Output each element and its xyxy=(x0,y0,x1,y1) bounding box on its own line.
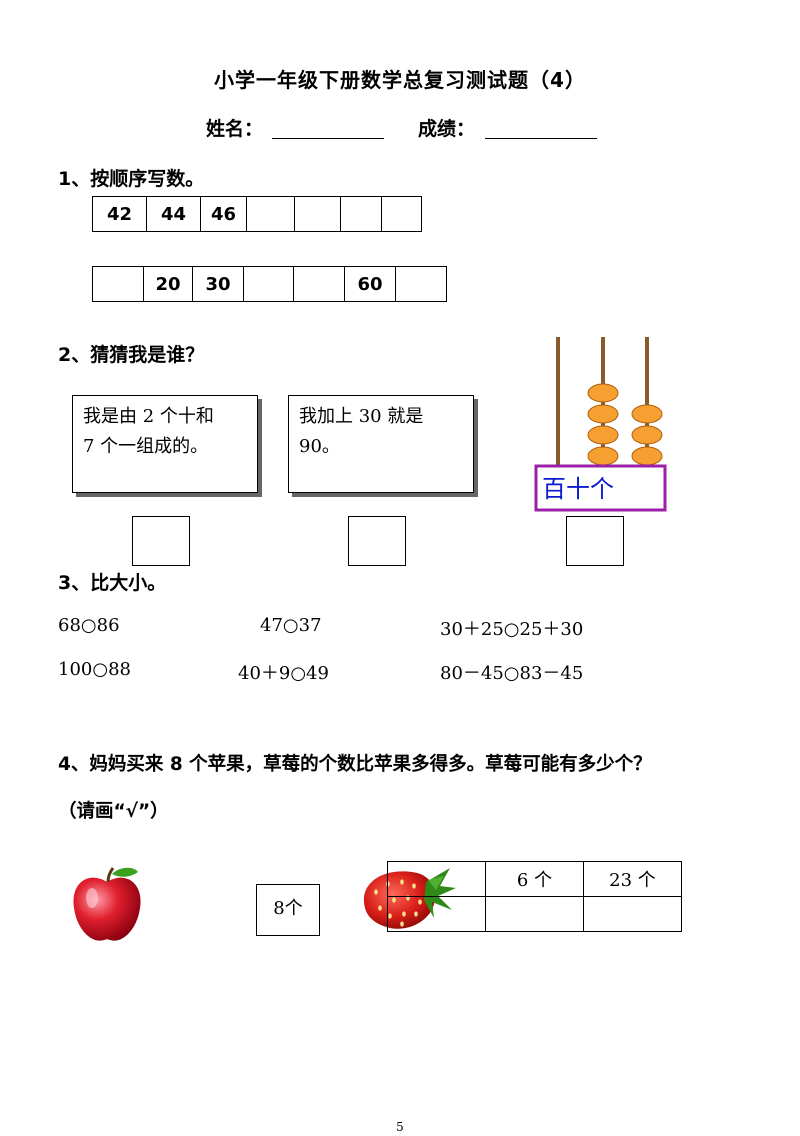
abacus-bead xyxy=(631,404,663,424)
riddle-line: 我是由 2 个十和 xyxy=(83,406,214,427)
score-blank[interactable] xyxy=(485,116,597,139)
seq-cell[interactable] xyxy=(395,266,447,302)
seq-cell: 60 xyxy=(344,266,396,302)
sequence-table-1: 42 44 46 xyxy=(92,196,422,232)
abacus-bead xyxy=(631,425,663,445)
name-blank[interactable] xyxy=(272,116,384,139)
seq-cell[interactable] xyxy=(92,266,144,302)
compare-item: 68○86 xyxy=(58,615,120,636)
riddle-line: 90。 xyxy=(299,436,340,457)
riddle-card-1: 我是由 2 个十和 7 个一组成的。 xyxy=(72,395,258,493)
choice-answer-cell xyxy=(387,896,486,932)
seq-cell[interactable] xyxy=(246,196,295,232)
seq-cell[interactable] xyxy=(381,196,422,232)
riddle-card-2: 我加上 30 就是 90。 xyxy=(288,395,474,493)
compare-item: 40＋9○49 xyxy=(238,663,329,684)
seq-cell: 42 xyxy=(92,196,147,232)
compare-item: 100○88 xyxy=(58,659,131,680)
seq-cell: 46 xyxy=(200,196,247,232)
compare-item: 80－45○83－45 xyxy=(440,663,584,684)
q4-heading: 4、妈妈买来 8 个苹果，草莓的个数比苹果多得多。草莓可能有多少个？ xyxy=(58,754,652,775)
apple-count-box: 8个 xyxy=(256,884,320,936)
page-number: 5 xyxy=(396,1120,404,1134)
seq-cell: 44 xyxy=(146,196,201,232)
q4-subheading: （请画“√”） xyxy=(58,801,169,822)
q3-heading: 3、比大小。 xyxy=(58,572,167,594)
riddle-line: 7 个一组成的。 xyxy=(83,436,209,457)
sequence-table-2: 20 30 60 xyxy=(92,266,447,302)
answer-box-2[interactable] xyxy=(348,516,406,566)
choice-option: 23 个 xyxy=(583,861,682,897)
answer-box-3[interactable] xyxy=(566,516,624,566)
strawberry-seed xyxy=(374,889,378,895)
compare-item: 30＋25○25＋30 xyxy=(440,619,584,640)
abacus-bead xyxy=(631,446,663,466)
name-label: 姓名： xyxy=(206,118,264,140)
abacus-bead xyxy=(587,404,619,424)
compare-item: 47○37 xyxy=(260,615,322,636)
apple-icon xyxy=(73,867,141,941)
abacus-bead xyxy=(587,425,619,445)
abacus-icon: 百十个 xyxy=(534,337,667,512)
abacus-bead xyxy=(587,446,619,466)
answer-box-1[interactable] xyxy=(132,516,190,566)
abacus-label: 百十个 xyxy=(542,475,614,503)
seq-cell[interactable] xyxy=(294,196,341,232)
seq-cell: 20 xyxy=(143,266,193,302)
abacus-bead xyxy=(587,383,619,403)
strawberry-seed xyxy=(378,905,382,911)
score-label: 成绩： xyxy=(418,118,476,140)
choice-image-cell xyxy=(387,861,486,897)
seq-cell[interactable] xyxy=(293,266,345,302)
q2-heading: 2、猜猜我是谁？ xyxy=(58,344,205,366)
seq-cell[interactable] xyxy=(243,266,294,302)
seq-cell: 30 xyxy=(192,266,244,302)
riddle-line: 我加上 30 就是 xyxy=(299,406,424,427)
seq-cell[interactable] xyxy=(340,196,382,232)
choice-table: 6 个 23 个 xyxy=(387,861,682,932)
choice-answer-cell[interactable] xyxy=(485,896,584,932)
q1-heading: 1、按顺序写数。 xyxy=(58,168,205,190)
choice-option: 6 个 xyxy=(485,861,584,897)
choice-answer-cell[interactable] xyxy=(583,896,682,932)
page-title: 小学一年级下册数学总复习测试题（4） xyxy=(214,68,586,92)
